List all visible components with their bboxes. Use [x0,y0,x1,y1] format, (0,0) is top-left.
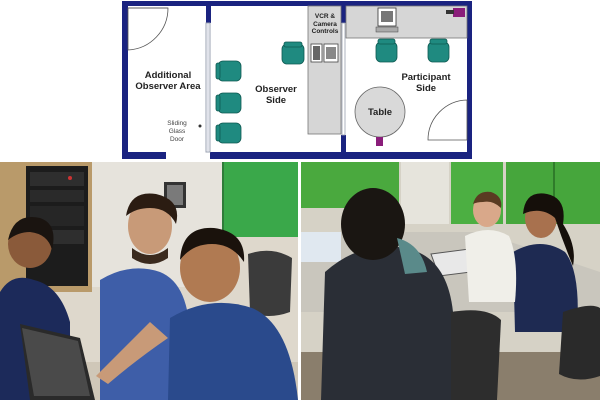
top-wall [122,1,472,6]
chair [215,122,242,144]
people-at-laptops-illustration [0,162,298,400]
chair [215,60,242,82]
observer-side-photo [0,162,298,400]
sliding-glass-door [205,22,211,153]
left-wall [122,1,128,159]
people-at-table-illustration [301,162,600,400]
partition-2-top [341,1,346,23]
participant-side-photo [301,162,600,400]
bottom-wall-left [122,152,166,159]
green-panel [223,162,298,237]
walls [122,1,472,159]
office-chair-front [451,310,501,400]
observation-window [341,22,346,136]
chair [375,38,398,63]
person-man-middle [465,191,517,302]
partition-2-bottom [341,135,346,159]
chairs [215,38,450,144]
office-chair [559,305,600,380]
person-man-right [168,227,298,400]
floor-plan: Additional Observer Area Observer Side P… [0,0,600,160]
observer-side-label: Observer Side [255,84,297,106]
partition-1-top [206,1,211,23]
person-woman-right [513,193,578,332]
vcr-camera-rack [307,5,342,135]
person-back-view [321,188,457,400]
participant-table [354,86,406,146]
door-swing-top-left [127,7,169,51]
sliding-glass-door-label: Sliding Glass Door [167,120,187,143]
chair [427,38,450,63]
door-swing-bottom-right [427,99,468,141]
floor-plan-drawing [122,1,472,159]
door-marker [198,124,202,128]
participant-desk [345,5,468,39]
chair [215,92,242,114]
table-label: Table [367,107,393,118]
additional-observer-area-label: Additional Observer Area [135,70,201,92]
vcr-camera-controls-label: VCR & Camera Controls [311,13,339,35]
chair [281,41,305,65]
participant-side-label: Participant Side [401,72,451,94]
office-chair [248,250,292,316]
right-wall [467,1,472,159]
laptop [20,324,95,400]
